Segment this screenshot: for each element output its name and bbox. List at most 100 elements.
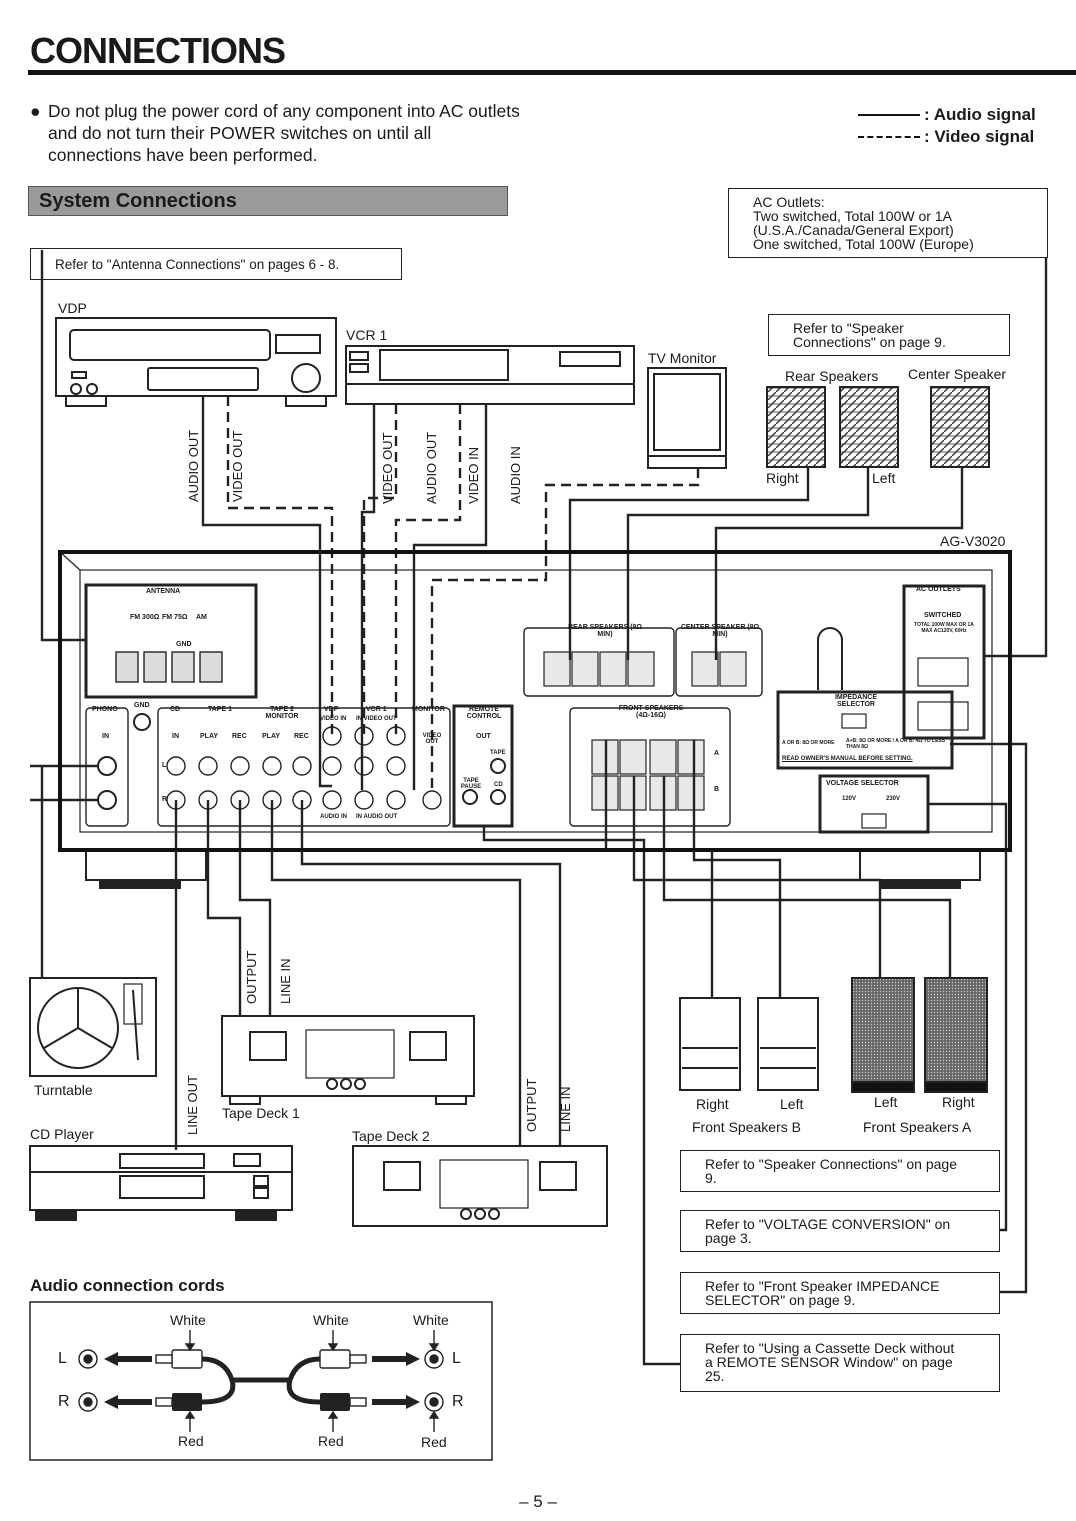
tape-deck-1-label: Tape Deck 1 xyxy=(222,1105,300,1121)
center-speaker-label: Center Speaker xyxy=(908,366,1007,382)
signal-legend: : Audio signal : Video signal xyxy=(858,104,1036,148)
front-a-label: Front Speakers A xyxy=(863,1119,972,1135)
panel-tape2: TAPE 2 MONITOR xyxy=(265,706,299,720)
panel-phono-gnd: GND xyxy=(134,702,150,709)
panel-vcr1: VCR 1 xyxy=(366,706,387,713)
panel-phono: PHONO xyxy=(92,706,118,713)
panel-ac-switched: SWITCHED xyxy=(924,612,962,619)
note-line: Refer to "Front Speaker IMPEDANCE xyxy=(705,1278,940,1294)
center-speaker xyxy=(930,386,990,468)
rear-left-speaker xyxy=(839,386,899,468)
tape-deck-1-device xyxy=(221,1015,475,1105)
turntable-label: Turntable xyxy=(34,1082,93,1098)
legend-audio: : Audio signal xyxy=(924,105,1036,124)
rear-right-label: Right xyxy=(766,470,799,486)
note-line: Refer to "VOLTAGE CONVERSION" on xyxy=(705,1216,951,1232)
cord-white-label-3: White xyxy=(413,1312,449,1328)
legend-video: : Video signal xyxy=(924,127,1035,146)
note-line: Refer to "Speaker Connections" on page xyxy=(705,1156,957,1172)
cord-red-label-1: Red xyxy=(178,1433,204,1449)
note-ac-outlets: AC Outlets: Two switched, Total 100W or … xyxy=(728,188,1048,258)
panel-impedance-title: IMPEDANCE SELECTOR xyxy=(834,694,877,708)
vcr-audio-in-label: AUDIO IN xyxy=(508,446,523,504)
note-line: AC Outlets: xyxy=(753,194,825,210)
panel-monitor: MONITOR xyxy=(412,706,445,713)
panel-center-speaker: CENTER SPEAKER (8Ω MIN) xyxy=(680,624,760,638)
note-line: page 3. xyxy=(705,1230,752,1246)
cord-r-left: R xyxy=(58,1393,70,1410)
panel-rear-speakers: REAR SPEAKERS (8Ω MIN) xyxy=(567,624,643,638)
panel-remote-tape: TAPE xyxy=(490,750,506,756)
cord-red-label-2: Red xyxy=(318,1433,344,1449)
cord-white-label-1: White xyxy=(170,1312,206,1328)
solid-line-icon xyxy=(858,114,920,116)
panel-ch-l: L xyxy=(162,762,167,769)
panel-impedance-right: A+B: 8Ω OR MORE / A OR B: 4Ω TO LESS THA… xyxy=(846,738,946,750)
panel-vdp-video-in: VIDEO IN xyxy=(320,716,347,722)
vdp-label: VDP xyxy=(58,300,87,316)
note-line: SELECTOR" on page 9. xyxy=(705,1292,856,1308)
front-speakers-b xyxy=(679,997,819,1091)
front-a-right-label: Right xyxy=(942,1094,975,1110)
vcr1-label: VCR 1 xyxy=(346,327,388,343)
panel-tape1-play: PLAY xyxy=(200,733,219,740)
rear-right-speaker xyxy=(766,386,826,468)
panel-monitor-video-out: VIDEO OUT xyxy=(422,733,442,745)
panel-antenna: ANTENNA xyxy=(146,588,181,595)
note-impedance: Refer to "Front Speaker IMPEDANCE SELECT… xyxy=(680,1272,1000,1314)
title-rule xyxy=(28,70,1076,75)
front-b-right-label: Right xyxy=(696,1096,729,1112)
receiver-device xyxy=(58,550,1012,889)
panel-voltage-title: VOLTAGE SELECTOR xyxy=(826,780,899,787)
note-line: Refer to "Speaker xyxy=(793,320,904,336)
panel-am: AM xyxy=(196,614,207,621)
panel-tape1-rec: REC xyxy=(232,733,247,740)
tape-deck-2-device xyxy=(352,1145,608,1227)
vdp-audio-out-label: AUDIO OUT xyxy=(186,429,201,502)
panel-vdp-audio-in: AUDIO IN xyxy=(320,814,347,820)
tv-monitor-device xyxy=(647,367,727,469)
panel-fm300: FM 300Ω xyxy=(130,614,160,621)
vcr-audio-out-label: AUDIO OUT xyxy=(424,431,439,504)
panel-front-speakers: FRONT SPEAKERS (4Ω-16Ω) xyxy=(618,705,684,719)
turntable-device xyxy=(29,977,157,1077)
panel-remote: REMOTE CONTROL xyxy=(466,706,502,720)
panel-remote-out: OUT xyxy=(476,733,491,740)
vdp-video-out-label: VIDEO OUT xyxy=(230,430,245,502)
page-number: – 5 – xyxy=(519,1492,557,1511)
cord-l-right: L xyxy=(452,1350,461,1367)
rear-speakers-label: Rear Speakers xyxy=(785,368,879,384)
panel-impedance-left: A OR B: 8Ω OR MORE xyxy=(782,740,835,746)
deck2-line-in-label: LINE IN xyxy=(558,1086,573,1132)
section-title: System Connections xyxy=(28,186,508,216)
note-speaker-front: Refer to "Speaker Connections" on page 9… xyxy=(680,1150,1000,1192)
note-line: Refer to "Using a Cassette Deck without xyxy=(705,1340,955,1356)
vcr1-device xyxy=(345,345,635,405)
panel-ac-outlets: AC OUTLETS xyxy=(916,586,961,593)
panel-gnd: GND xyxy=(176,641,192,648)
note-line: One switched, Total 100W (Europe) xyxy=(753,236,974,252)
panel-ch-r: R xyxy=(162,796,168,803)
rear-left-label: Left xyxy=(872,470,896,486)
panel-fm75: FM 75Ω xyxy=(162,614,188,621)
front-speakers-a xyxy=(851,977,988,1093)
page-title: CONNECTIONS xyxy=(30,30,286,71)
panel-vcr-audio: IN AUDIO OUT xyxy=(356,814,398,820)
panel-cd: CD xyxy=(170,706,181,713)
tape-deck-2-label: Tape Deck 2 xyxy=(352,1128,430,1144)
receiver-model-label: AG-V3020 xyxy=(940,533,1006,549)
panel-voltage-120: 120V xyxy=(842,796,857,802)
deck1-line-in-label: LINE IN xyxy=(278,958,293,1004)
cords-title: Audio connection cords xyxy=(30,1276,225,1295)
cd-player-label: CD Player xyxy=(30,1126,94,1142)
cord-r-right: R xyxy=(452,1393,464,1410)
panel-front-b: B xyxy=(714,786,720,793)
cord-l-left: L xyxy=(58,1350,67,1367)
note-line: 25. xyxy=(705,1368,725,1384)
front-b-left-label: Left xyxy=(780,1096,804,1112)
note-cassette: Refer to "Using a Cassette Deck without … xyxy=(680,1334,1000,1392)
note-line: a REMOTE SENSOR Window" on page xyxy=(705,1354,953,1370)
tv-monitor-label: TV Monitor xyxy=(648,350,717,366)
cord-red-label-3: Red xyxy=(421,1434,447,1450)
